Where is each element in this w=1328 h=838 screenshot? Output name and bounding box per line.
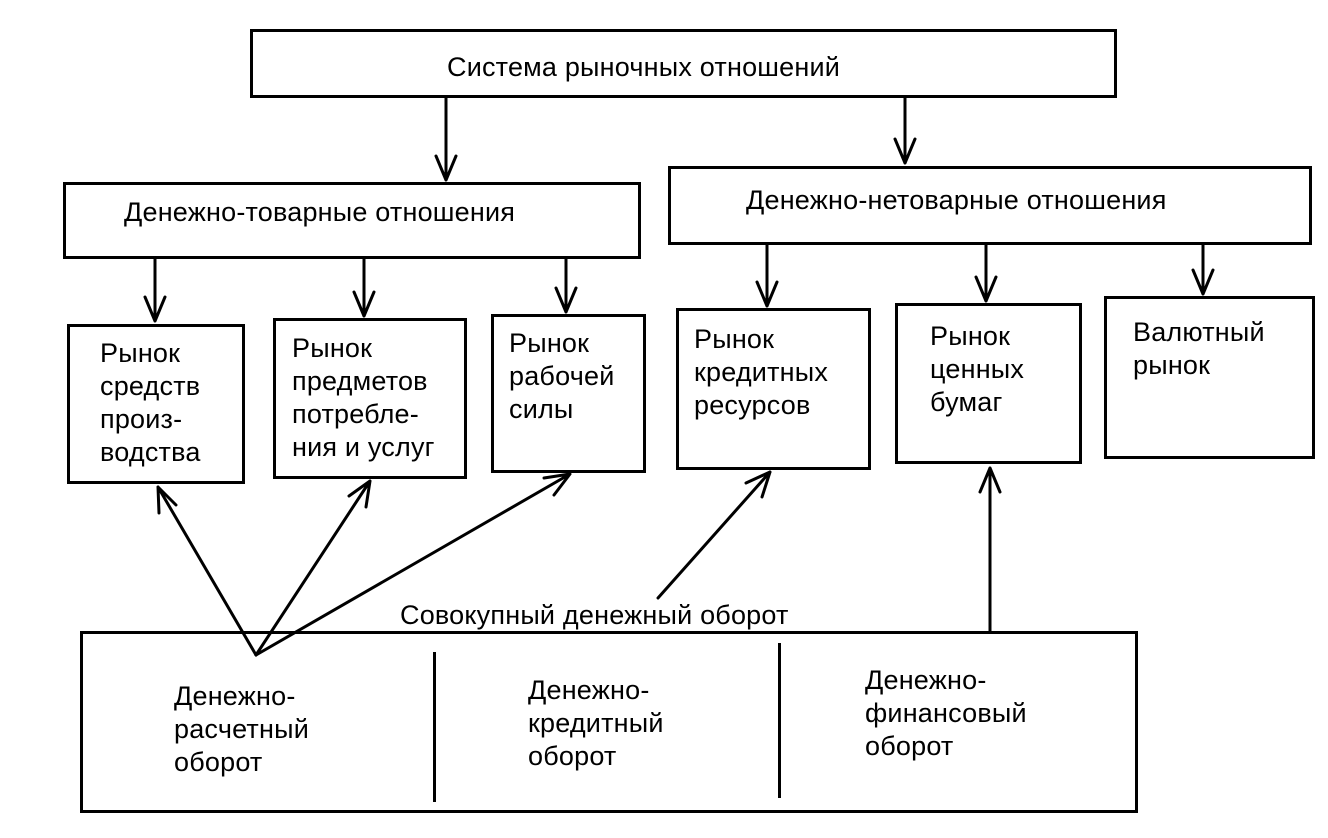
arrow-noncommodity-to-securities xyxy=(974,243,998,303)
aggregate-turnover-caption: Совокупный денежный оборот xyxy=(400,600,789,630)
arrow-settlement-to-means-production xyxy=(156,485,258,657)
market-relations-system-box xyxy=(250,29,1117,98)
market-relations-system-title: Система рыночных отношений xyxy=(447,52,841,82)
arrow-commodity-to-means-production xyxy=(143,257,167,323)
settlement-turnover-label: Денежно- расчетный оборот xyxy=(174,681,309,777)
arrow-top-to-commodity xyxy=(434,96,458,182)
turnover-divider-2 xyxy=(778,643,781,798)
market-means-of-production-label: Рынок средств произ- водства xyxy=(100,338,201,467)
arrow-top-to-noncommodity xyxy=(893,96,917,165)
arrow-commodity-to-consumer-goods xyxy=(352,257,376,318)
noncommodity-money-relations-label: Денежно-нетоварные отношения xyxy=(746,185,1167,215)
market-credit-resources-label: Рынок кредитных ресурсов xyxy=(694,324,829,420)
arrow-financial-to-securities xyxy=(978,466,1002,633)
market-currency-box xyxy=(1104,296,1315,459)
market-currency-label: Валютный рынок xyxy=(1133,317,1265,380)
market-means-of-production-box xyxy=(67,324,245,484)
market-securities-box xyxy=(895,303,1082,464)
arrow-noncommodity-to-credit xyxy=(755,243,779,308)
market-consumer-goods-label: Рынок предметов потребле- ния и услуг xyxy=(292,333,435,462)
arrow-credit-turnover-to-credit-market xyxy=(656,470,772,600)
financial-turnover-label: Денежно- финансовый оборот xyxy=(865,665,1027,761)
commodity-money-relations-label: Денежно-товарные отношения xyxy=(124,197,516,227)
arrow-noncommodity-to-currency xyxy=(1191,243,1215,296)
turnover-box xyxy=(80,631,1138,813)
commodity-money-relations-box xyxy=(63,182,641,259)
arrow-settlement-to-consumer-goods xyxy=(254,479,372,657)
market-securities-label: Рынок ценных бумаг xyxy=(930,321,1025,417)
credit-turnover-label: Денежно- кредитный оборот xyxy=(528,675,664,771)
arrow-commodity-to-labor xyxy=(554,257,578,314)
market-labor-label: Рынок рабочей силы xyxy=(509,328,615,424)
market-labor-box xyxy=(491,314,646,473)
turnover-divider-1 xyxy=(433,652,436,802)
market-credit-resources-box xyxy=(676,308,871,470)
